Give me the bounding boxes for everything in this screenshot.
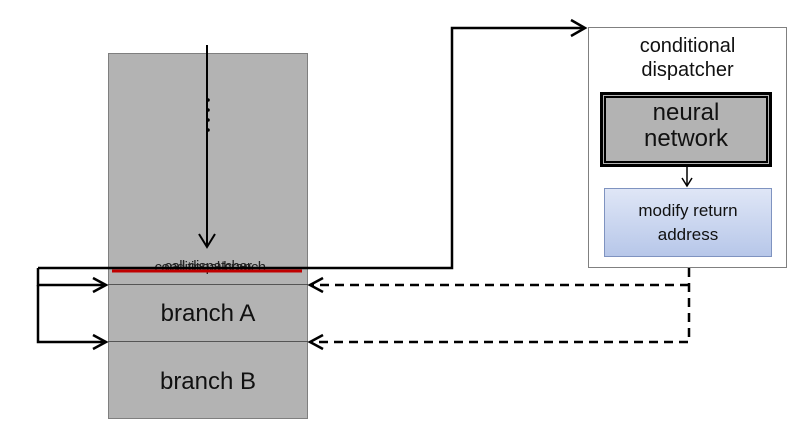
nn-to-modify-arrowhead: [681, 177, 693, 188]
fallthrough-to-branch-a-arrow: [36, 268, 104, 287]
dispatcher-title-line1: conditional: [639, 35, 736, 57]
dispatcher-title: conditional dispatcher: [588, 34, 787, 82]
call-dispatcher-arrow: [38, 26, 583, 270]
branch-b-label: branch B: [159, 368, 257, 395]
fallthrough-to-branch-b-arrowhead: [92, 333, 109, 351]
execution-flow-arrowhead: [198, 233, 216, 249]
call-dispatcher-arrowhead: [570, 18, 588, 38]
modify-return-address-box: [604, 188, 772, 257]
divider-conditional-branch-a: [108, 284, 308, 285]
neural-network-line2: network: [643, 125, 729, 152]
ellipsis-dot: [206, 118, 210, 122]
branch-a-label: branch A: [160, 300, 256, 327]
neural-network-label: neural network: [601, 100, 771, 152]
fallthrough-to-branch-a-arrowhead: [92, 276, 109, 294]
divider-branch-a-b: [108, 341, 308, 342]
ellipsis-dot: [206, 108, 210, 112]
neural-network-line1: neural: [652, 99, 720, 126]
ellipsis-dot: [206, 128, 210, 132]
return-to-branch-b-arrow: [312, 268, 691, 344]
modify-line1: modify return: [638, 201, 738, 220]
return-to-branch-b-arrowhead: [307, 333, 324, 351]
return-to-branch-a-arrowhead: [307, 276, 324, 294]
dispatcher-title-line2: dispatcher: [641, 59, 734, 81]
ellipsis-dot: [206, 98, 210, 102]
modify-line2: address: [657, 225, 719, 244]
modify-return-address-label: modify return address: [604, 199, 772, 247]
fallthrough-to-branch-b-arrow: [36, 285, 104, 344]
neural-network-box: [600, 92, 772, 167]
